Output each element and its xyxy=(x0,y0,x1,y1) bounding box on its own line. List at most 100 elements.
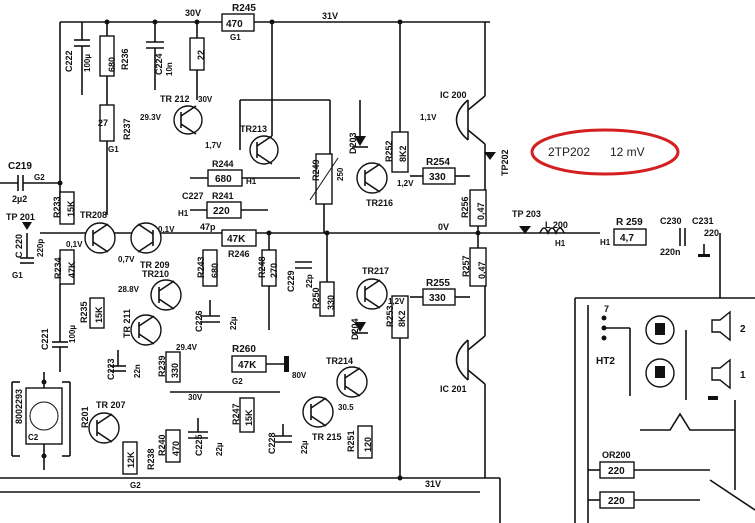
transistor-tr215 xyxy=(302,396,334,428)
resistor-r246 xyxy=(221,229,257,247)
r22-value: 22 xyxy=(196,50,206,60)
transistor-tr213 xyxy=(249,135,279,165)
tr209-collector xyxy=(137,223,154,235)
tr211-ref: TR 211 xyxy=(122,309,132,338)
tr217-collector xyxy=(364,279,381,291)
junction-dot xyxy=(266,230,272,236)
tr212-emitter xyxy=(180,123,197,135)
junction-dot xyxy=(104,19,110,25)
r253-value: 8K2 xyxy=(397,310,407,327)
c224-value: 10n xyxy=(165,62,174,76)
annotation-value: 12 mV xyxy=(610,145,645,159)
ic201-out-bottom xyxy=(467,369,486,385)
rail-31v-bottom-label: 31V xyxy=(425,479,441,489)
l200-ref: L 200 xyxy=(545,220,568,230)
or200-value: 220 xyxy=(608,466,625,477)
junction-dot xyxy=(41,453,47,459)
r260-value: 47K xyxy=(238,360,257,371)
v12-bottom-label: 1,2V xyxy=(388,297,405,306)
r256-ref: R256 xyxy=(460,196,470,218)
r260-terminal xyxy=(284,356,289,372)
ic201-ref: IC 201 xyxy=(440,384,467,394)
transistor-tr217 xyxy=(356,278,388,310)
r254-ref: R254 xyxy=(426,157,450,168)
tr207-emitter xyxy=(96,431,113,443)
c229-value: 22p xyxy=(305,274,314,288)
c219-value: 2µ2 xyxy=(12,194,27,204)
transistor-tr216 xyxy=(356,162,388,194)
diode-d204 xyxy=(354,322,366,332)
junction-dot xyxy=(324,230,330,236)
switch-contact-a xyxy=(601,315,607,321)
r250-ref: R250 xyxy=(311,287,321,309)
transistor-tr211 xyxy=(130,314,162,346)
loudspeaker-2-icon xyxy=(711,310,731,342)
r240-ref: R240 xyxy=(157,434,167,456)
c226-value: 22µ xyxy=(229,316,238,330)
r248-value: 270 xyxy=(269,263,279,278)
r255-ref: R255 xyxy=(426,278,450,289)
r252-value: 8K2 xyxy=(398,145,408,162)
c222-ref: C222 xyxy=(64,50,74,72)
junction-dot xyxy=(194,19,200,25)
c220-group: G1 xyxy=(12,271,23,280)
r236-value: 680 xyxy=(107,57,117,72)
r241-ref: R241 xyxy=(212,191,234,201)
r234-value: 47K xyxy=(67,261,77,278)
r252-ref: R252 xyxy=(384,140,394,162)
resistor-r239 xyxy=(165,351,181,383)
r233-value: 15K xyxy=(66,200,76,217)
v01-label: 0,1V xyxy=(66,240,83,249)
junction-dot xyxy=(57,180,63,186)
opto-c2-label: C2 xyxy=(28,433,39,442)
diode-d203 xyxy=(354,136,366,146)
r245-value: 470 xyxy=(226,19,243,30)
c223-value: 22n xyxy=(133,364,142,378)
l200-group: H1 xyxy=(555,239,566,248)
resistor-r234 xyxy=(59,249,75,285)
tr210-collector xyxy=(158,280,175,292)
r236-ref: R236 xyxy=(120,48,130,70)
tr213-ref: TR213 xyxy=(240,124,267,134)
c221-value: 100µ xyxy=(68,325,77,343)
tr208-emitter xyxy=(92,241,109,253)
tr216-ref: TR216 xyxy=(366,198,393,208)
r234-ref: R234 xyxy=(53,257,63,279)
r238-value: 12K xyxy=(126,451,136,468)
switch-pin-7: 7 xyxy=(604,304,609,314)
v80-label: 80V xyxy=(292,371,307,380)
r237-value: 27 xyxy=(98,118,108,128)
tr214-emitter xyxy=(344,385,361,397)
r249-value: 250 xyxy=(336,167,345,181)
tr209-ref: TR 209 xyxy=(140,260,170,270)
tp202-marker xyxy=(484,152,496,160)
r248-ref: R248 xyxy=(257,256,267,278)
c219-ref: C219 xyxy=(8,161,32,172)
rail-31v-label: 31V xyxy=(322,11,338,21)
rail-30v-label: 30V xyxy=(185,8,201,18)
c231-ground xyxy=(698,254,710,257)
r260-ref: R260 xyxy=(232,344,256,355)
annotation-test-point: 2TP202 xyxy=(548,145,590,159)
r247-ref: R247 xyxy=(231,403,241,425)
c230-ref: C230 xyxy=(660,216,682,226)
transistor-tr208 xyxy=(84,222,116,254)
transistor-tr210 xyxy=(150,279,182,311)
tr209-emitter xyxy=(137,241,154,253)
tr216-collector xyxy=(364,163,381,175)
transistor-tr212 xyxy=(173,105,203,135)
tp201-label: TP 201 xyxy=(6,212,35,222)
c229-ref: C229 xyxy=(286,270,296,292)
r235-ref: R235 xyxy=(79,301,89,323)
c231-ref: C231 xyxy=(692,216,714,226)
ic201-outline xyxy=(455,339,469,381)
tr208-collector xyxy=(92,223,109,235)
ht2-label: HT2 xyxy=(596,356,615,367)
tr215-emitter xyxy=(310,415,327,427)
r245-group: G1 xyxy=(230,33,241,42)
tr208-ref: TR208 xyxy=(80,210,107,220)
r238-ref: R238 xyxy=(146,448,156,470)
r250-value: 330 xyxy=(326,295,336,310)
resistor-r245 xyxy=(221,13,255,32)
